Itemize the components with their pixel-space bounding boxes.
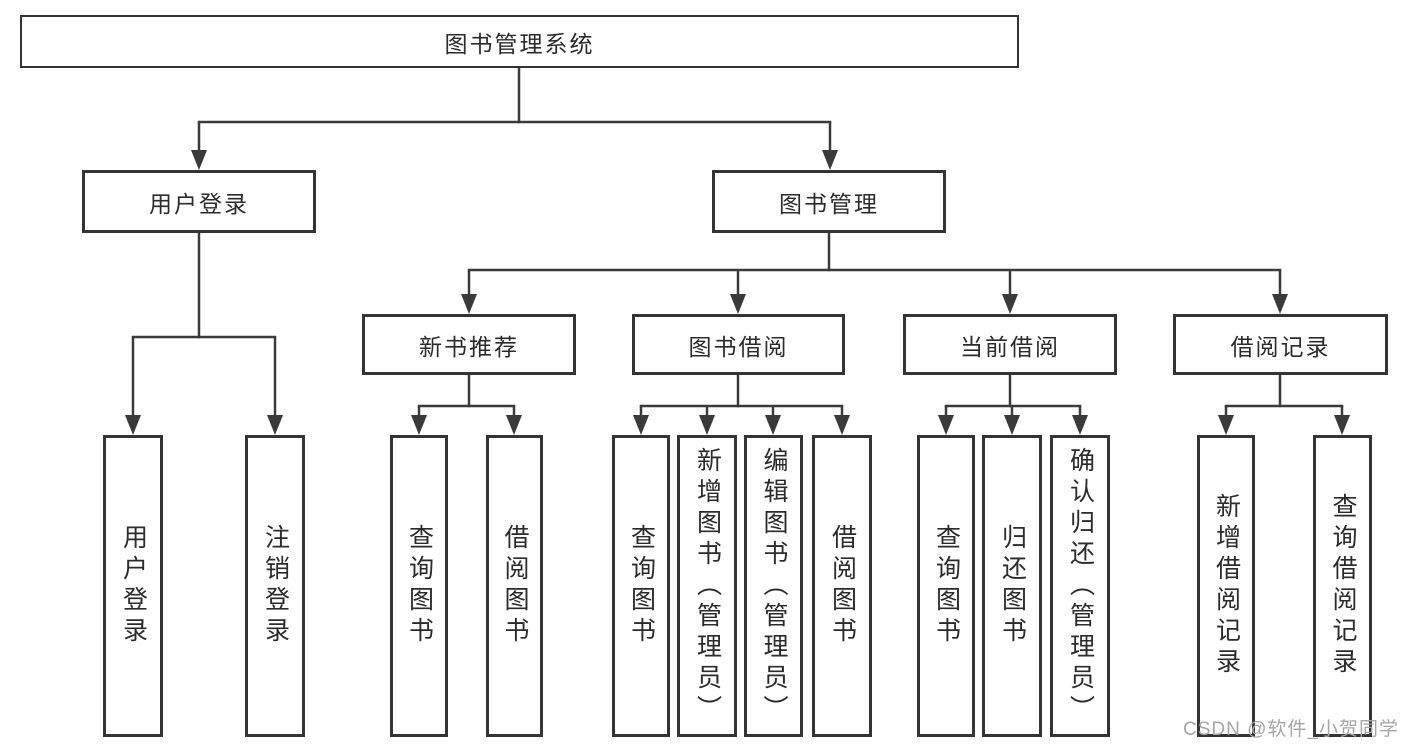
leaf-bb-borrow-books-label: 借阅图书 <box>828 524 857 648</box>
node-book-management: 图书管理 <box>712 170 946 233</box>
leaf-nbr-borrow-books-label: 借阅图书 <box>501 524 529 648</box>
watermark: CSDN @软件_小贺同学 <box>1183 719 1399 740</box>
leaf-br-query-record-label: 查询借阅记录 <box>1329 493 1357 679</box>
leaf-br-add-record: 新增借阅记录 <box>1197 435 1255 737</box>
node-book-borrowing: 图书借阅 <box>632 314 845 375</box>
leaf-cb-query-books-label: 查询图书 <box>932 524 961 648</box>
leaf-br-query-record: 查询借阅记录 <box>1313 435 1372 737</box>
leaf-cb-return-books: 归还图书 <box>982 435 1042 737</box>
node-book-management-label: 图书管理 <box>779 190 879 217</box>
node-book-borrowing-label: 图书借阅 <box>688 333 789 360</box>
node-current-borrowing-label: 当前借阅 <box>960 333 1060 360</box>
leaf-bb-borrow-books: 借阅图书 <box>812 435 872 737</box>
leaf-user-login: 用户登录 <box>103 435 163 737</box>
node-root-label: 图书管理系统 <box>444 30 595 57</box>
node-new-book-recommend-label: 新书推荐 <box>419 333 519 360</box>
leaf-cb-confirm-return-admin-label: 确认归还（管理员） <box>1066 446 1095 726</box>
leaf-user-login-label: 用户登录 <box>119 524 148 648</box>
node-user-login-label: 用户登录 <box>149 190 249 217</box>
leaf-bb-edit-books-admin: 编辑图书（管理员） <box>744 435 803 737</box>
leaf-logout-label: 注销登录 <box>261 524 290 648</box>
leaf-bb-query-books: 查询图书 <box>612 435 670 737</box>
node-borrowing-records: 借阅记录 <box>1173 314 1388 375</box>
leaf-logout: 注销登录 <box>245 435 305 737</box>
leaf-cb-return-books-label: 归还图书 <box>998 524 1027 648</box>
node-current-borrowing: 当前借阅 <box>903 314 1117 375</box>
leaf-bb-edit-books-admin-label: 编辑图书（管理员） <box>760 446 788 726</box>
node-user-login: 用户登录 <box>82 170 316 233</box>
leaf-cb-confirm-return-admin: 确认归还（管理员） <box>1050 435 1110 737</box>
leaf-bb-add-books-admin: 新增图书（管理员） <box>677 435 737 737</box>
node-root: 图书管理系统 <box>20 15 1019 68</box>
leaf-nbr-borrow-books: 借阅图书 <box>486 435 543 737</box>
leaf-cb-query-books: 查询图书 <box>917 435 975 737</box>
node-borrowing-records-label: 借阅记录 <box>1230 333 1331 360</box>
leaf-bb-query-books-label: 查询图书 <box>627 524 656 648</box>
node-new-book-recommend: 新书推荐 <box>362 314 576 375</box>
leaf-nbr-query-books-label: 查询图书 <box>405 524 434 648</box>
leaf-nbr-query-books: 查询图书 <box>390 435 448 737</box>
leaf-br-add-record-label: 新增借阅记录 <box>1212 493 1241 679</box>
leaf-bb-add-books-admin-label: 新增图书（管理员） <box>693 446 722 726</box>
